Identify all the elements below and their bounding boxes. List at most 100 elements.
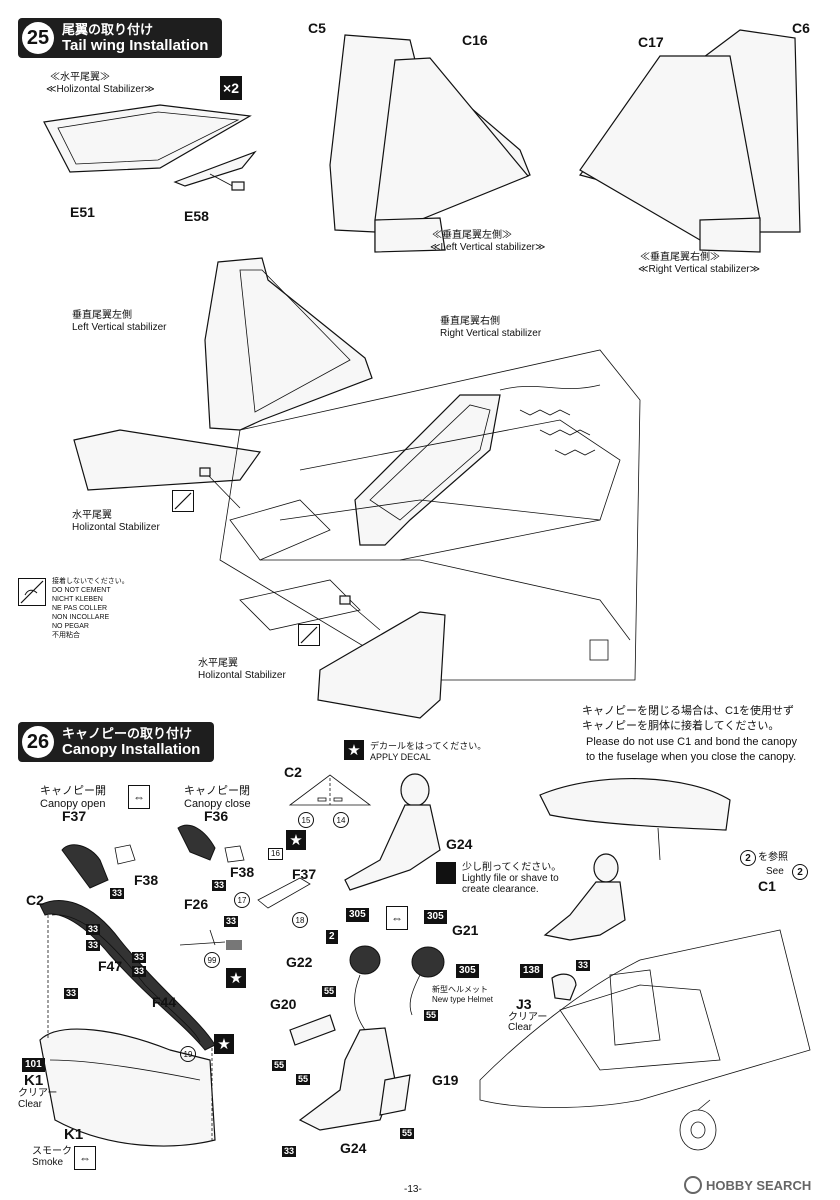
do-not-cement-icon bbox=[298, 624, 320, 646]
part-g22: G22 bbox=[286, 954, 313, 970]
assembly-right-vertical-en: Right Vertical stabilizer bbox=[440, 328, 542, 339]
color-code-305: 305 bbox=[346, 908, 369, 922]
c2-decal-drawing bbox=[288, 774, 372, 806]
color-code-33: 33 bbox=[110, 888, 125, 899]
part-k1-clear: K1 bbox=[24, 1072, 44, 1089]
see-step-badge: 2 bbox=[792, 864, 808, 880]
assembly-left-vertical-en: Left Vertical stabilizer bbox=[72, 322, 167, 333]
decal-number-16: 16 bbox=[268, 848, 283, 860]
color-code-2: 2 bbox=[326, 930, 338, 944]
part-f26: F26 bbox=[184, 896, 209, 912]
color-code-305: 305 bbox=[456, 964, 479, 978]
canopy-close-note-en-1: Please do not use C1 and bond the canopy bbox=[586, 736, 797, 748]
seat-parts-drawing bbox=[61, 824, 311, 946]
assembly-horizontal-1-en: Holizontal Stabilizer bbox=[72, 522, 160, 533]
step-26-banner: 26 キャノピーの取り付け Canopy Installation bbox=[18, 722, 214, 762]
part-f37-close: F37 bbox=[292, 866, 317, 882]
shave-note-en-2: create clearance. bbox=[462, 884, 539, 895]
step-26-title-ja: キャノピーの取り付け bbox=[62, 726, 193, 741]
part-g21: G21 bbox=[452, 922, 479, 938]
part-j3: J3 bbox=[516, 996, 532, 1012]
color-code-33: 33 bbox=[282, 1146, 297, 1157]
decal-number-18: 18 bbox=[292, 912, 308, 928]
left-vertical-label-en: ≪Left Vertical stabilizer≫ bbox=[430, 242, 546, 253]
j3-clear-ja: クリアー bbox=[508, 1012, 548, 1023]
color-code-305: 305 bbox=[424, 910, 447, 924]
right-vertical-stabilizer-drawing bbox=[578, 29, 801, 253]
color-code-55: 55 bbox=[424, 1010, 439, 1021]
part-k1-smoke: K1 bbox=[64, 1126, 84, 1143]
part-g24-standing: G24 bbox=[340, 1140, 367, 1156]
see-step-ja: を参照 bbox=[758, 852, 788, 863]
j3-clear-en: Clear bbox=[508, 1022, 532, 1033]
color-code-55: 55 bbox=[272, 1060, 287, 1071]
assembly-left-vertical-ja: 垂直尾翼左側 bbox=[72, 310, 132, 321]
part-g20: G20 bbox=[270, 996, 297, 1012]
apply-decal-ja: デカールをはってください。 bbox=[370, 741, 487, 751]
shave-note-en-1: Lightly file or shave to bbox=[462, 873, 559, 884]
color-code-33: 33 bbox=[132, 966, 147, 977]
helmet-label-en: New type Helmet bbox=[432, 995, 493, 1004]
canopy-close-note-ja-2: キャノピーを胴体に接着してください。 bbox=[582, 720, 780, 732]
part-g24-seated: G24 bbox=[446, 836, 473, 852]
color-code-33: 33 bbox=[132, 952, 147, 963]
left-vertical-stabilizer-drawing bbox=[329, 34, 531, 253]
color-code-33: 33 bbox=[212, 880, 227, 891]
part-c5: C5 bbox=[308, 20, 326, 36]
decal-number-19: 19 bbox=[180, 1046, 196, 1062]
see-step-en: See bbox=[766, 866, 784, 877]
pilot-figures-drawing bbox=[289, 773, 626, 1131]
right-vertical-label-en: ≪Right Vertical stabilizer≫ bbox=[638, 264, 761, 275]
color-code-101: 101 bbox=[22, 1058, 45, 1072]
decal-number-14: 14 bbox=[333, 812, 349, 828]
part-c1: C1 bbox=[758, 878, 776, 894]
part-e58: E58 bbox=[184, 208, 209, 224]
canopy-close-note-ja-1: キャノピーを閉じる場合は、C1を使用せず bbox=[582, 705, 795, 717]
canopy-close-ja: キャノピー閉 bbox=[184, 785, 250, 797]
part-e51: E51 bbox=[70, 204, 95, 220]
part-g19: G19 bbox=[432, 1072, 459, 1088]
horizontal-stabilizer-label-ja: ≪水平尾翼≫ bbox=[50, 72, 110, 83]
clear-label-en: Clear bbox=[18, 1099, 42, 1110]
step-26-number: 26 bbox=[22, 726, 54, 758]
see-step-badge: 2 bbox=[740, 850, 756, 866]
canopy-frame-drawing bbox=[39, 900, 216, 1147]
star-icon: ★ bbox=[286, 830, 306, 850]
left-vertical-label-ja: ≪垂直尾翼左側≫ bbox=[432, 230, 512, 241]
times-two-badge: ×2 bbox=[220, 76, 242, 100]
do-not-cement-icon bbox=[172, 490, 194, 512]
part-f36: F36 bbox=[204, 808, 229, 824]
color-code-99-icon bbox=[226, 940, 242, 950]
apply-decal-en: APPLY DECAL bbox=[370, 752, 431, 762]
color-code-55: 55 bbox=[296, 1074, 311, 1085]
do-not-cement-icon bbox=[18, 578, 46, 606]
arrows-icon: ⇔ bbox=[74, 1146, 96, 1170]
color-code-33: 33 bbox=[86, 924, 101, 935]
step-25-title-en: Tail wing Installation bbox=[62, 37, 209, 54]
step-26-title-en: Canopy Installation bbox=[62, 741, 201, 758]
helmet-label-ja: 新型ヘルメット bbox=[432, 985, 488, 994]
arrows-icon: ⇔ bbox=[386, 906, 408, 930]
shave-note-ja: 少し削ってください。 bbox=[462, 862, 562, 873]
do-not-cement-legend: 接着しないでください。 DO NOT CEMENT NICHT KLEBEN N… bbox=[52, 578, 129, 639]
watermark-text: HOBBY SEARCH bbox=[706, 1177, 812, 1193]
assembly-horizontal-2-ja: 水平尾翼 bbox=[198, 658, 238, 669]
color-code-99: 99 bbox=[204, 952, 220, 968]
part-c16: C16 bbox=[462, 32, 488, 48]
part-f38-open: F38 bbox=[134, 872, 159, 888]
clear-label-ja: クリアー bbox=[18, 1088, 58, 1099]
star-icon: ★ bbox=[344, 740, 364, 760]
step-25-title-ja: 尾翼の取り付け bbox=[62, 22, 154, 37]
color-code-33: 33 bbox=[224, 916, 239, 927]
star-icon: ★ bbox=[214, 1034, 234, 1054]
part-c2-decal: C2 bbox=[284, 764, 302, 780]
decal-number-15: 15 bbox=[298, 812, 314, 828]
canopy-close-note-en-2: to the fuselage when you close the canop… bbox=[586, 751, 797, 763]
part-c6: C6 bbox=[792, 20, 810, 36]
star-icon: ★ bbox=[226, 968, 246, 988]
color-code-138: 138 bbox=[520, 964, 543, 978]
decal-number-17: 17 bbox=[234, 892, 250, 908]
part-f37-open: F37 bbox=[62, 808, 87, 824]
smoke-label-ja: スモーク bbox=[32, 1146, 72, 1157]
